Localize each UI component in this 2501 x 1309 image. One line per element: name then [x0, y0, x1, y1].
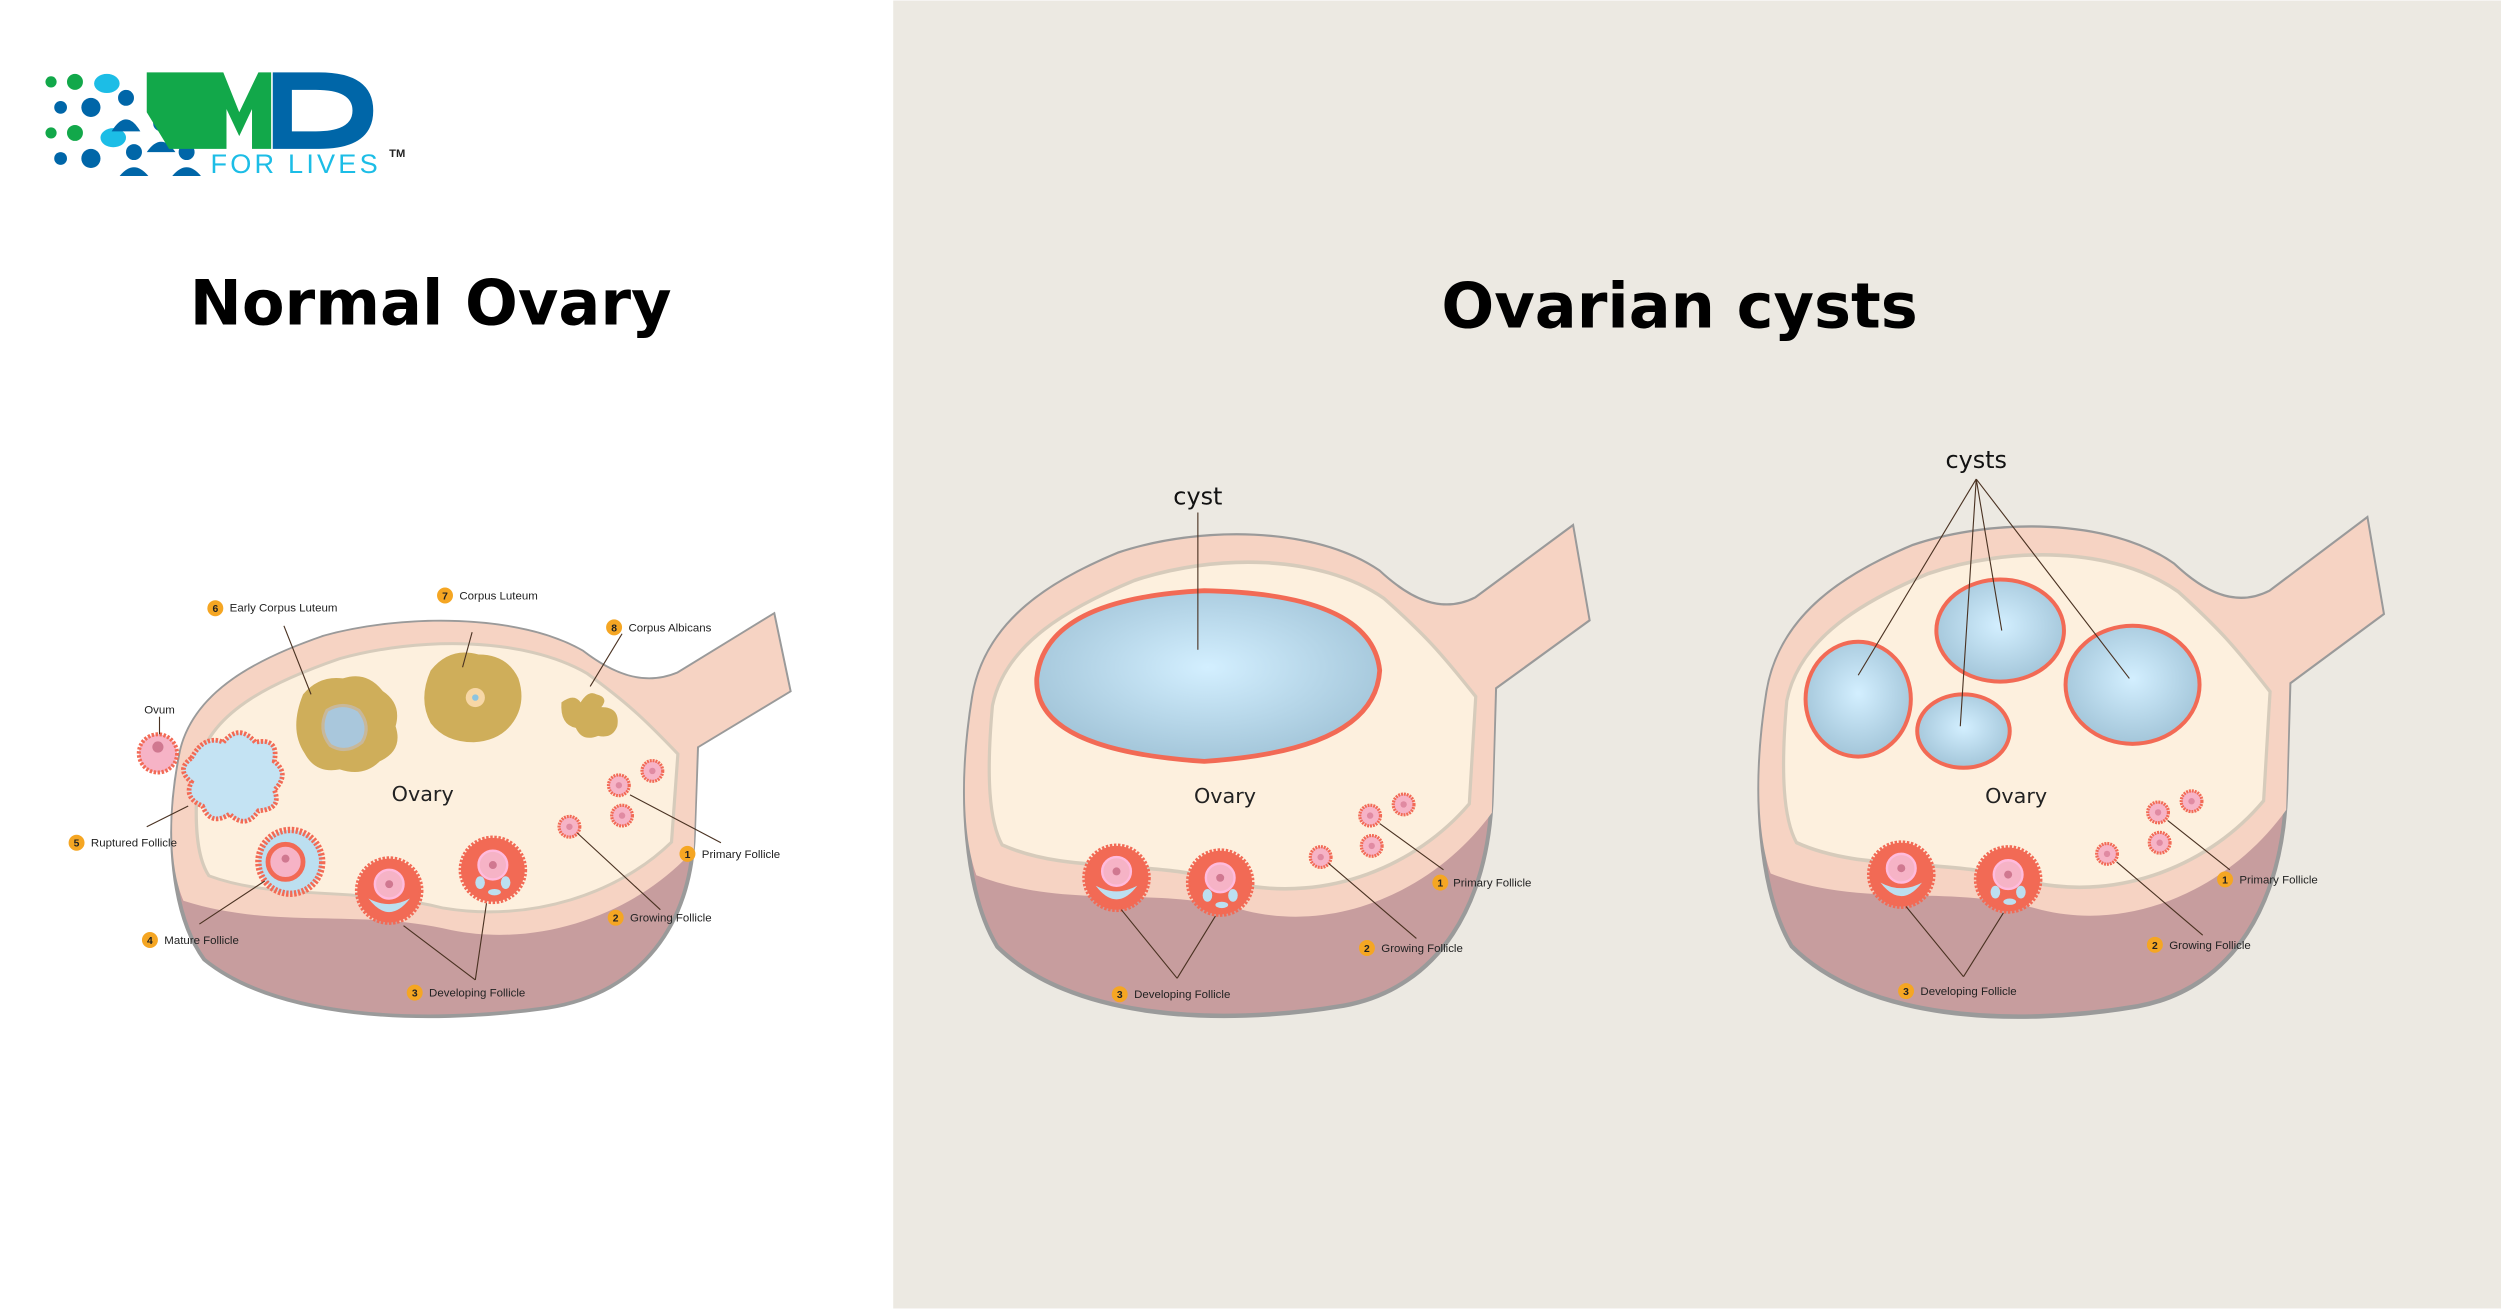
svg-text:Corpus Luteum: Corpus Luteum	[459, 590, 537, 602]
svg-text:6: 6	[212, 604, 218, 615]
svg-text:Developing Follicle: Developing Follicle	[1920, 986, 2016, 998]
svg-text:Ruptured Follicle: Ruptured Follicle	[91, 838, 177, 850]
normal-ovary-title: Normal Ovary	[190, 266, 672, 339]
svg-text:cysts: cysts	[1945, 446, 2007, 474]
mature-follicle	[255, 826, 326, 897]
svg-text:Ovary: Ovary	[1194, 784, 1256, 808]
svg-text:Primary Follicle: Primary Follicle	[1453, 878, 1531, 890]
cyst	[1915, 692, 2012, 770]
svg-text:1: 1	[1437, 879, 1443, 890]
single-cyst-ovary-diagram: Ovary cyst 1 Primary Follicle 2 Growing Fo…	[965, 483, 1589, 1016]
svg-text:Ovum: Ovum	[144, 705, 175, 717]
svg-text:Primary Follicle: Primary Follicle	[2239, 874, 2317, 886]
svg-text:2: 2	[1364, 944, 1370, 955]
svg-text:5: 5	[74, 839, 80, 850]
svg-text:4: 4	[147, 936, 153, 947]
ovum	[136, 732, 180, 775]
svg-text:cyst: cyst	[1173, 483, 1222, 511]
svg-text:8: 8	[611, 623, 617, 634]
ovarian-cysts-title: Ovarian cysts	[1441, 270, 1917, 343]
svg-text:Early Corpus Luteum: Early Corpus Luteum	[230, 602, 338, 614]
svg-text:Corpus Albicans: Corpus Albicans	[628, 622, 711, 634]
svg-text:Growing Follicle: Growing Follicle	[2169, 940, 2251, 952]
svg-text:1: 1	[2222, 875, 2228, 886]
svg-text:3: 3	[1117, 990, 1123, 1001]
cyst	[1034, 588, 1383, 764]
cyst	[1803, 639, 1913, 759]
svg-text:Developing Follicle: Developing Follicle	[429, 988, 525, 1000]
svg-text:1: 1	[685, 850, 691, 861]
ruptured-follicle	[181, 730, 285, 824]
svg-text:Mature Follicle: Mature Follicle	[164, 935, 239, 947]
svg-text:2: 2	[613, 914, 619, 925]
svg-text:3: 3	[412, 989, 418, 1000]
svg-text:2: 2	[2152, 941, 2158, 952]
svg-text:Growing Follicle: Growing Follicle	[630, 913, 712, 925]
svg-text:Ovary: Ovary	[392, 782, 454, 806]
svg-text:TM: TM	[389, 148, 405, 160]
svg-text:FOR LIVES: FOR LIVES	[211, 148, 381, 179]
svg-text:Primary Follicle: Primary Follicle	[702, 849, 780, 861]
cyst	[2063, 623, 2202, 746]
md-for-lives-logo: FOR LIVES TM	[45, 72, 405, 179]
svg-text:Ovary: Ovary	[1985, 784, 2047, 808]
svg-text:Growing Follicle: Growing Follicle	[1381, 943, 1463, 955]
cyst	[1934, 577, 2066, 684]
svg-text:3: 3	[1903, 987, 1909, 998]
svg-text:7: 7	[442, 591, 448, 602]
multiple-cysts-ovary-diagram: Ovary cysts 1 Primary Follicle 2 Growing F…	[1759, 446, 2383, 1017]
svg-text:Developing Follicle: Developing Follicle	[1134, 989, 1230, 1001]
corpus-albicans	[561, 693, 618, 738]
